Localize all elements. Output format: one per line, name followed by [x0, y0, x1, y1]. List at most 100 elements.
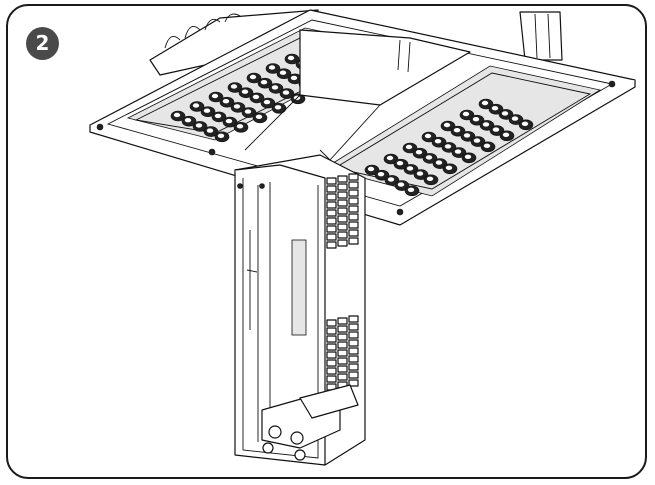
- terminal-clamp: [348, 237, 359, 245]
- terminal-clamp: [348, 331, 359, 339]
- terminal-clamp: [337, 199, 348, 207]
- led-lens-highlight: [424, 133, 432, 139]
- terminal-clamp: [326, 351, 337, 359]
- terminal-clamp: [348, 181, 359, 189]
- led-lens-highlight: [271, 85, 279, 90]
- led-lens-highlight: [444, 144, 452, 149]
- led-lens-highlight: [241, 89, 249, 94]
- led-lens-highlight: [473, 138, 481, 143]
- terminal-clamp: [348, 213, 359, 221]
- terminal-clamp: [348, 347, 359, 355]
- terminal-clamp: [326, 177, 337, 185]
- led-lens-highlight: [274, 105, 282, 110]
- led-lens-highlight: [236, 124, 244, 129]
- led-lens-highlight: [263, 99, 271, 105]
- terminal-clamp: [326, 233, 337, 241]
- led-lens-highlight: [482, 122, 490, 127]
- led-lens-highlight: [214, 113, 222, 119]
- led-lens-highlight: [282, 90, 290, 95]
- led-lens-highlight: [406, 166, 414, 171]
- terminal-clamp: [337, 373, 348, 381]
- led-lens-highlight: [405, 144, 413, 150]
- led-lens-highlight: [443, 122, 451, 128]
- led-lens-highlight: [425, 155, 433, 160]
- led-lens-highlight: [464, 154, 472, 159]
- led-lens-highlight: [435, 160, 443, 165]
- led-lens-highlight: [445, 165, 453, 170]
- terminal-clamp: [326, 343, 337, 351]
- led-lens-highlight: [249, 74, 257, 80]
- led-lens-highlight: [255, 114, 263, 120]
- terminal-clamp: [348, 379, 359, 387]
- led-lens-highlight: [415, 150, 423, 155]
- led-lens-highlight: [233, 104, 241, 109]
- terminal-clamp: [337, 341, 348, 349]
- terminal-clamp: [348, 197, 359, 205]
- led-lens-highlight: [377, 172, 385, 177]
- terminal-clamp: [348, 173, 359, 181]
- led-lens-highlight: [483, 143, 491, 148]
- terminal-clamp: [326, 209, 337, 217]
- led-lens-highlight: [501, 111, 509, 116]
- mounting-bracket: [149, 9, 563, 76]
- terminal-clamp: [337, 317, 348, 325]
- led-lens-highlight: [454, 149, 462, 154]
- led-lens-highlight: [367, 166, 375, 172]
- led-lens-highlight: [279, 70, 287, 75]
- terminal-clamp: [337, 191, 348, 199]
- led-lens-highlight: [426, 176, 434, 181]
- led-lens-highlight: [481, 100, 489, 106]
- terminal-clamp: [348, 355, 359, 363]
- led-lens-highlight: [203, 108, 211, 113]
- terminal-clamp: [326, 375, 337, 383]
- terminal-clamp: [348, 189, 359, 197]
- led-lens-highlight: [502, 132, 510, 137]
- led-lens-highlight: [386, 155, 394, 161]
- led-lens-highlight: [173, 112, 181, 118]
- led-lens-highlight: [396, 161, 404, 166]
- led-lens-highlight: [462, 111, 470, 117]
- terminal-clamp: [348, 339, 359, 347]
- terminal-clamp: [326, 225, 337, 233]
- terminal-clamp: [326, 327, 337, 335]
- terminal-clamp: [326, 217, 337, 225]
- led-lens-highlight: [195, 123, 203, 128]
- terminal-clamp: [337, 325, 348, 333]
- led-lens-highlight: [206, 128, 214, 133]
- terminal-clamp: [326, 193, 337, 201]
- led-lens-highlight: [387, 177, 395, 182]
- terminal-clamp: [348, 315, 359, 323]
- led-lens-highlight: [244, 109, 252, 114]
- led-lens-highlight: [290, 75, 298, 81]
- terminal-clamp: [337, 215, 348, 223]
- terminal-clamp: [348, 229, 359, 237]
- terminal-clamp: [337, 349, 348, 357]
- led-lens-highlight: [407, 187, 415, 192]
- led-lens-highlight: [521, 121, 529, 127]
- led-lens-highlight: [225, 118, 233, 124]
- terminal-clamp: [326, 335, 337, 343]
- led-lens-highlight: [230, 84, 238, 89]
- terminal-clamp: [326, 367, 337, 375]
- led-lens-highlight: [472, 117, 480, 122]
- led-lens-highlight: [184, 118, 192, 123]
- led-lens-highlight: [397, 182, 405, 187]
- terminal-clamp: [326, 359, 337, 367]
- led-lens-highlight: [192, 103, 200, 108]
- terminal-clamp: [326, 185, 337, 193]
- led-lens-highlight: [260, 80, 268, 85]
- terminal-clamp: [337, 175, 348, 183]
- led-lens-highlight: [217, 133, 225, 138]
- terminal-clamp: [337, 365, 348, 373]
- led-lens-highlight: [211, 93, 219, 99]
- driver-box: [234, 154, 366, 466]
- terminal-clamp: [337, 207, 348, 215]
- terminal-clamp: [348, 363, 359, 371]
- led-lens-highlight: [511, 116, 519, 121]
- led-lens-highlight: [268, 65, 276, 70]
- terminal-clamp: [348, 205, 359, 213]
- terminal-clamp: [337, 239, 348, 247]
- led-lens-highlight: [434, 139, 442, 144]
- led-lens-highlight: [287, 55, 295, 61]
